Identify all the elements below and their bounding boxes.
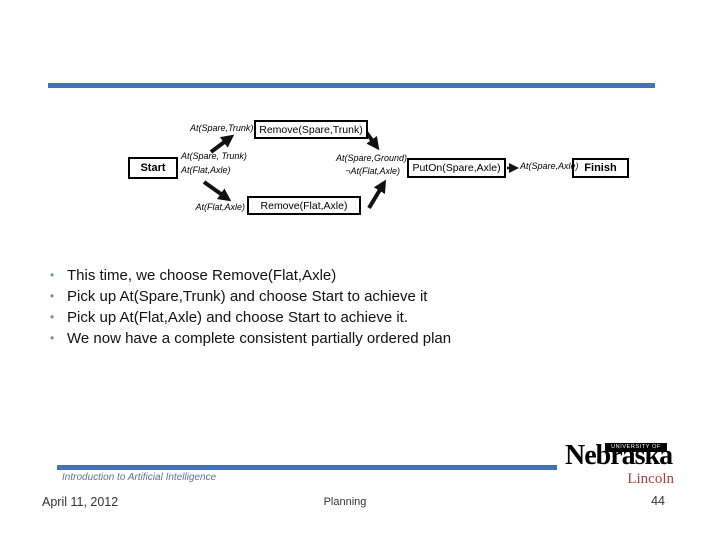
university-logo: Nebraska UNIVERSITY OF Lincoln bbox=[565, 440, 677, 494]
diagram-node-remove-flat-axle: Remove(Flat,Axle) bbox=[247, 196, 361, 215]
title-underline bbox=[48, 83, 655, 88]
label-precond-finish: At(Spare,Axle) bbox=[520, 161, 579, 171]
arrow-start-to-remove-flat-axle bbox=[202, 180, 232, 202]
label-precond-remove-flat-axle: At(Flat,Axle) bbox=[195, 202, 245, 212]
bullet-dot: • bbox=[50, 310, 55, 324]
arrow-remove-flat-axle-to-puton bbox=[367, 179, 387, 210]
bullet-item: • This time, we choose Remove(Flat,Axle) bbox=[44, 265, 624, 286]
bullet-item: • Pick up At(Spare,Trunk) and choose Sta… bbox=[44, 286, 624, 307]
arrow-start-to-remove-spare-trunk bbox=[209, 134, 235, 154]
diagram-node-start: Start bbox=[128, 157, 178, 179]
label-precond-puton-not-flat-axle: ¬At(Flat,Axle) bbox=[345, 166, 400, 176]
diagram-node-finish: Finish bbox=[572, 158, 629, 178]
bullet-item: • Pick up At(Flat,Axle) and choose Start… bbox=[44, 307, 624, 328]
footer-rule bbox=[57, 465, 557, 470]
footer-section: Planning bbox=[323, 496, 367, 508]
logo-city-name: Lincoln bbox=[627, 471, 674, 487]
bullet-dot: • bbox=[50, 289, 55, 303]
label-precond-remove-spare-trunk: At(Spare,Trunk) bbox=[190, 123, 254, 133]
label-start-effect-flat-axle: At(Flat,Axle) bbox=[181, 165, 231, 175]
footer-page-number: 44 bbox=[651, 494, 665, 508]
bullet-text: Pick up At(Flat,Axle) and choose Start t… bbox=[67, 309, 409, 326]
bullet-dot: • bbox=[50, 331, 55, 345]
bullet-dot: • bbox=[50, 268, 55, 282]
label-precond-puton-spare-ground: At(Spare,Ground) bbox=[336, 153, 408, 163]
bullet-item: • We now have a complete consistent part… bbox=[44, 328, 624, 349]
footer-course-title: Introduction to Artificial Intelligence bbox=[62, 472, 217, 483]
logo-university-of-banner: UNIVERSITY OF bbox=[605, 443, 667, 452]
bullet-list: • This time, we choose Remove(Flat,Axle)… bbox=[44, 265, 624, 349]
label-start-effect-spare-trunk: At(Spare, Trunk) bbox=[181, 151, 247, 161]
bullet-text: This time, we choose Remove(Flat,Axle) bbox=[67, 267, 337, 284]
bullet-text: We now have a complete consistent partia… bbox=[67, 330, 452, 347]
diagram-node-puton-spare-axle: PutOn(Spare,Axle) bbox=[407, 158, 506, 178]
footer-date: April 11, 2012 bbox=[42, 495, 119, 509]
diagram-node-remove-spare-trunk: Remove(Spare,Trunk) bbox=[254, 120, 368, 139]
bullet-text: Pick up At(Spare,Trunk) and choose Start… bbox=[67, 288, 428, 305]
